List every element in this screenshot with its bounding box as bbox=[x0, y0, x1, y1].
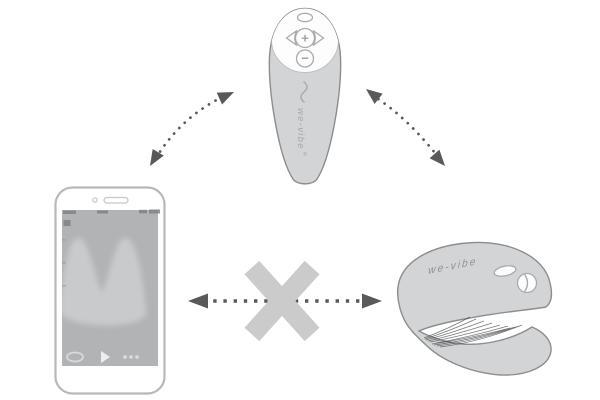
vibration-wave-graphic bbox=[62, 238, 147, 326]
remote-right-arrow-button bbox=[312, 29, 325, 47]
remote-left-arrow-button bbox=[285, 29, 298, 47]
more-options-icon bbox=[123, 355, 127, 359]
smartphone-illustration bbox=[54, 186, 166, 395]
wearable-body bbox=[396, 241, 553, 376]
remote-control-illustration: + − we-vibe ® bbox=[268, 7, 342, 185]
more-options-icon bbox=[135, 355, 139, 359]
logo-wave-icon bbox=[300, 81, 308, 103]
minus-icon: − bbox=[301, 51, 309, 66]
plus-icon: + bbox=[301, 31, 309, 46]
more-options-icon bbox=[129, 355, 133, 359]
arrowhead-icon bbox=[150, 148, 164, 166]
wearable-oval-button bbox=[493, 265, 517, 277]
link-remote-product bbox=[370, 93, 441, 160]
registered-mark: ® bbox=[303, 151, 307, 158]
phone-camera-icon bbox=[92, 197, 98, 203]
arrowhead-icon bbox=[366, 89, 383, 104]
signal-icon bbox=[63, 210, 76, 214]
power-button-wave-icon bbox=[524, 274, 529, 292]
phone-status-bar bbox=[63, 209, 160, 226]
arrowhead-icon bbox=[188, 293, 208, 309]
back-icon bbox=[63, 220, 71, 226]
time-text bbox=[97, 210, 108, 214]
arrowhead-icon bbox=[216, 92, 234, 105]
wevibe-logo-icon bbox=[66, 351, 84, 363]
phone-speaker bbox=[103, 196, 129, 204]
remote-brand-logo: we-vibe ® bbox=[295, 81, 308, 158]
arrowhead-icon bbox=[362, 293, 382, 309]
wearable-product-illustration: we-vibe bbox=[396, 241, 553, 376]
battery-icon bbox=[139, 209, 147, 214]
remote-brand-label: we-vibe bbox=[295, 108, 306, 150]
battery-level-icon bbox=[149, 209, 160, 214]
cross-out-icon bbox=[244, 260, 320, 342]
dotted-links bbox=[154, 92, 441, 303]
intensity-scale-ticks bbox=[62, 239, 66, 287]
app-controls-bar bbox=[66, 351, 139, 363]
remote-plus-button bbox=[294, 27, 316, 49]
shading-hatch-lines bbox=[423, 316, 523, 348]
remote-top-button bbox=[296, 12, 314, 23]
arrowhead-icon bbox=[429, 149, 445, 166]
play-icon bbox=[101, 351, 110, 363]
remote-minus-button bbox=[295, 49, 315, 68]
connections bbox=[150, 89, 445, 342]
arrowheads bbox=[150, 89, 445, 309]
link-app-remote bbox=[154, 92, 231, 160]
